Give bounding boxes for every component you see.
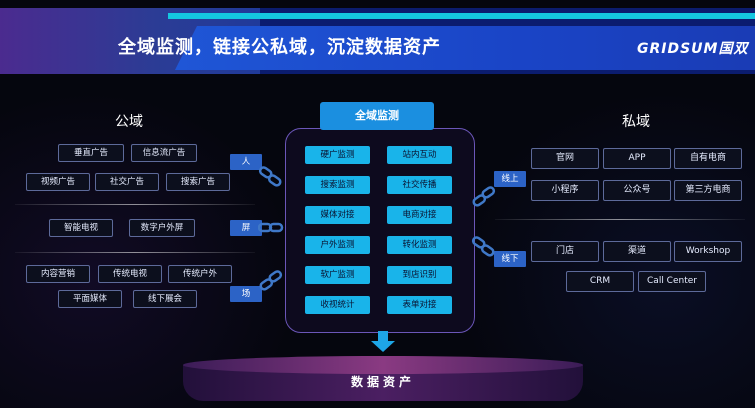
public-item: 社交广告 [95, 173, 159, 191]
public-item: 垂直广告 [58, 144, 124, 162]
header-cyan-stripe [168, 13, 755, 19]
center-title: 全域监测 [320, 102, 434, 130]
private-item: 公众号 [603, 180, 671, 201]
private-item: 自有电商 [674, 148, 742, 169]
private-item: Call Center [638, 271, 706, 292]
chain-link-icon [472, 186, 496, 207]
chain-link-icon [259, 270, 283, 291]
monitor-item: 到店识别 [387, 266, 452, 284]
monitor-item: 搜索监测 [305, 176, 370, 194]
chain-link-icon [258, 166, 282, 187]
chain-link-icon [471, 236, 495, 257]
private-item: 第三方电商 [674, 180, 742, 201]
divider [495, 219, 745, 220]
public-item: 信息流广告 [131, 144, 197, 162]
public-item: 数字户外屏 [129, 219, 195, 237]
divider [15, 204, 255, 205]
public-item: 搜索广告 [166, 173, 230, 191]
data-asset-top [183, 356, 583, 374]
monitor-item: 户外监测 [305, 236, 370, 254]
chain-link-icon [258, 222, 284, 233]
connector-tag: 线下 [494, 251, 526, 267]
monitor-item: 社交传播 [387, 176, 452, 194]
public-item: 视频广告 [26, 173, 90, 191]
public-item: 内容营销 [26, 265, 90, 283]
private-item: APP [603, 148, 671, 169]
down-arrow-icon [371, 331, 395, 352]
private-domain-title: 私域 [622, 114, 650, 130]
public-item: 智能电视 [49, 219, 113, 237]
private-item: CRM [566, 271, 634, 292]
left-glow [0, 90, 300, 408]
monitor-item: 硬广监测 [305, 146, 370, 164]
public-item: 传统户外 [168, 265, 232, 283]
brand-logo: GRIDSUM国双 [637, 41, 749, 57]
private-item: 门店 [531, 241, 599, 262]
monitor-item: 软广监测 [305, 266, 370, 284]
public-item: 平面媒体 [58, 290, 122, 308]
public-domain-title: 公域 [115, 114, 143, 130]
connector-tag: 屏 [230, 220, 262, 236]
header-title-bar [175, 26, 755, 70]
connector-tag: 人 [230, 154, 262, 170]
public-item: 线下展会 [133, 290, 197, 308]
private-item: Workshop [674, 241, 742, 262]
data-asset-label: 数据资产 [350, 375, 415, 389]
monitor-item: 表单对接 [387, 296, 452, 314]
monitor-item: 收视统计 [305, 296, 370, 314]
private-item: 小程序 [531, 180, 599, 201]
page-title: 全域监测，链接公私域，沉淀数据资产 [118, 37, 441, 58]
monitor-item: 媒体对接 [305, 206, 370, 224]
monitor-item: 转化监测 [387, 236, 452, 254]
divider [15, 252, 255, 253]
connector-tag: 线上 [494, 171, 526, 187]
monitor-item: 站内互动 [387, 146, 452, 164]
public-item: 传统电视 [98, 265, 162, 283]
connector-tag: 场 [230, 286, 262, 302]
private-item: 渠道 [603, 241, 671, 262]
monitor-item: 电商对接 [387, 206, 452, 224]
private-item: 官网 [531, 148, 599, 169]
